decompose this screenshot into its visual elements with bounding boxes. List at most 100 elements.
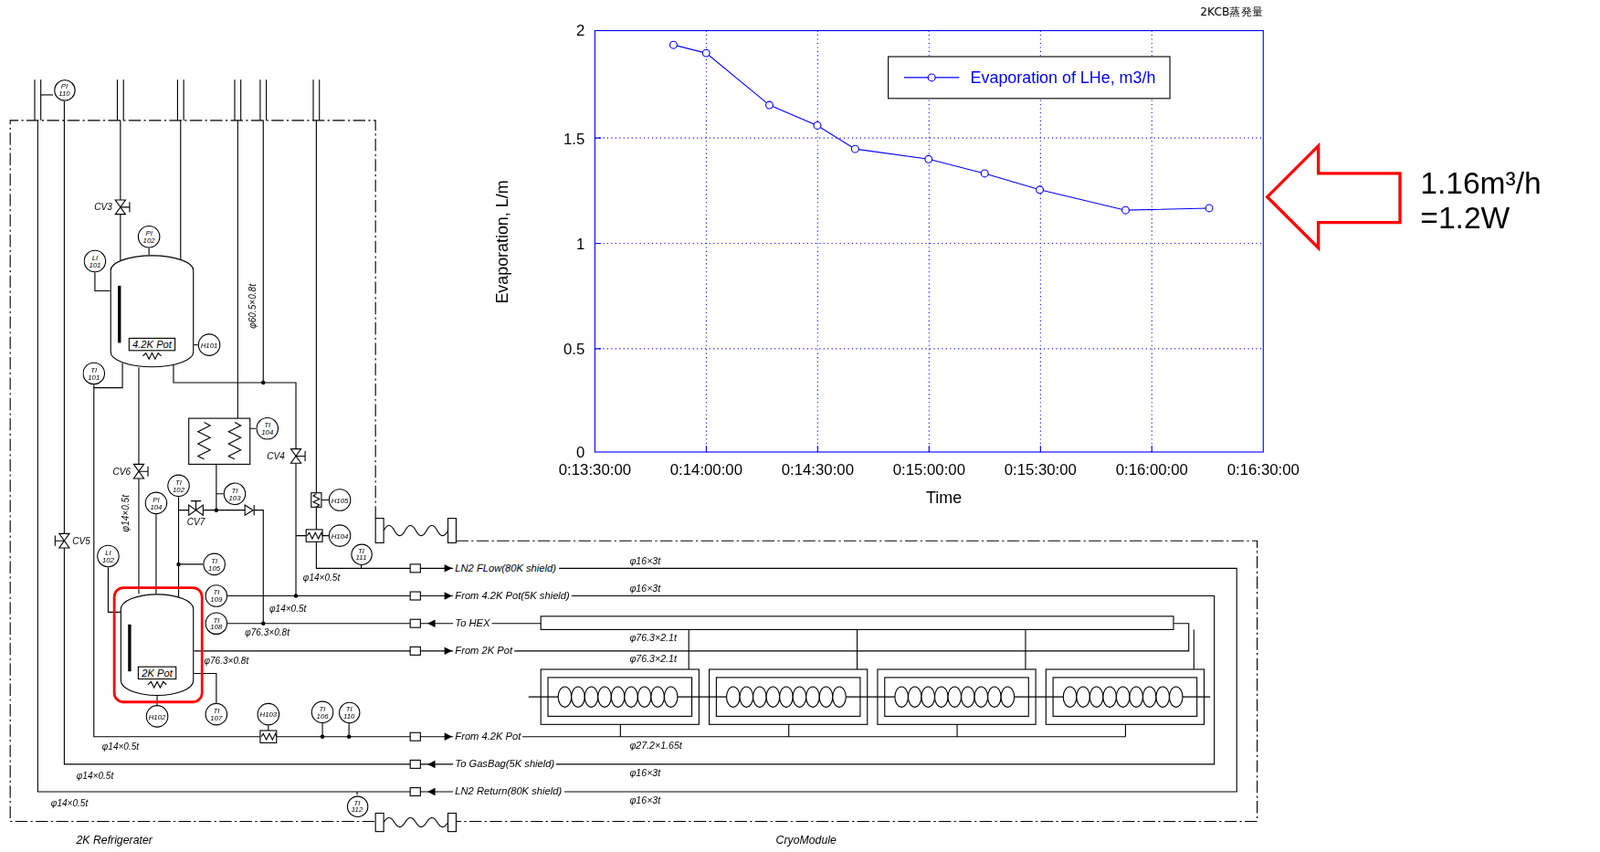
- connector: [193, 673, 217, 703]
- data-marker: [1036, 186, 1044, 194]
- bellows: [448, 813, 457, 832]
- node-text: TI 102: [172, 478, 185, 494]
- axis-tick-label: 0: [576, 442, 585, 461]
- pipe-size: φ76.3×0.8t: [244, 627, 290, 639]
- valve-symbol: [244, 505, 253, 516]
- line-name: From 2K Pot: [452, 644, 515, 657]
- valve-symbol: [120, 201, 130, 212]
- pipe: [215, 463, 217, 510]
- chart-legend: Evaporation of LHe, m3/h: [887, 55, 1171, 99]
- node-text: PI 110: [58, 83, 70, 98]
- node-text: H102: [148, 712, 167, 720]
- node-text: PI 104: [149, 495, 162, 511]
- pipe-size: φ60.5×0.8t: [247, 284, 259, 329]
- legend-sample: [927, 73, 936, 82]
- valve-tag: CV3: [94, 201, 113, 213]
- data-marker: [925, 155, 933, 163]
- instrument-bubble: TI 111: [350, 543, 372, 565]
- flange: [410, 732, 421, 741]
- heat-exchanger: [189, 418, 251, 464]
- axis-tick-label: 0:13:30:00: [558, 460, 632, 478]
- heater-symbol: [261, 733, 277, 740]
- axis-tick-label: 0:15:30:00: [1004, 460, 1077, 478]
- axis-tick-label: 2: [576, 21, 585, 40]
- axis-tick-label: 0:16:30:00: [1227, 460, 1300, 478]
- pipe: [37, 120, 1237, 792]
- flow-arrow: [444, 592, 452, 600]
- callout-arrow: [1267, 146, 1400, 249]
- illustration: [540, 669, 699, 725]
- junction-dot: [261, 380, 265, 385]
- node-text: TI 111: [356, 547, 368, 562]
- valve-symbol: [295, 451, 306, 462]
- heat-exchanger: [198, 422, 211, 460]
- data-marker: [702, 49, 710, 57]
- pipe: [41, 94, 53, 95]
- axis-tick-label: 0:15:00:00: [893, 460, 966, 478]
- line-name: LN2 Return(80K shield): [452, 786, 564, 799]
- flow-arrow: [428, 565, 452, 795]
- illustration: [1045, 669, 1204, 725]
- junction-dot: [176, 562, 180, 567]
- pipe: [227, 622, 541, 624]
- bellows: [448, 518, 457, 544]
- connector: [155, 514, 157, 594]
- flow-arrow: [428, 789, 435, 796]
- connector: [137, 367, 139, 594]
- legend-text: Evaporation of LHe, m3/h: [970, 68, 1157, 87]
- data-marker: [851, 145, 859, 153]
- instrument-bubble: TI 103: [223, 483, 247, 506]
- axis-tick-label: 0:14:30:00: [781, 460, 854, 478]
- flange: [410, 591, 421, 600]
- pipe-size: φ16×3t: [629, 768, 661, 779]
- flange: [410, 564, 421, 797]
- valve-tag: CV7: [187, 516, 206, 528]
- pipe-size: φ14×0.5t: [76, 769, 114, 781]
- bellows: [375, 518, 456, 832]
- instrument-bubble: TI 108: [205, 611, 229, 635]
- pipe-size: φ27.2×1.65t: [629, 740, 682, 752]
- node-text: TI 112: [351, 799, 363, 814]
- pipe: [34, 79, 1237, 795]
- valve-symbol: [138, 466, 148, 477]
- bellows: [375, 813, 384, 832]
- module-boundary: [455, 540, 1257, 822]
- vessel-outline: [120, 593, 194, 696]
- level-gauge: [127, 624, 131, 672]
- node-text: TI 109: [210, 589, 222, 604]
- instrument-bubble: LI 101: [84, 250, 107, 274]
- vessel-outline: [110, 255, 194, 368]
- module-name: CryoModule: [776, 833, 837, 847]
- heater-symbol: [306, 532, 323, 539]
- line-name: To GasBag(5K shield): [452, 757, 557, 770]
- flange: [410, 619, 421, 628]
- bellows: [375, 518, 384, 544]
- node-text: H105: [331, 496, 349, 505]
- node-text: H104: [331, 532, 349, 540]
- data-marker: [766, 101, 774, 109]
- node-text: LI 101: [88, 253, 101, 269]
- flange: [410, 646, 421, 655]
- grid-line: [594, 137, 1264, 349]
- cylinder-pipe: [540, 616, 1174, 631]
- grid-line: [594, 31, 1264, 453]
- cylinder-pipe: [540, 616, 1174, 631]
- pipe: [63, 101, 1214, 765]
- flange: [410, 759, 421, 769]
- instrument-bubble: TI 106: [311, 701, 335, 725]
- pipe: [179, 120, 181, 260]
- connector: [148, 248, 150, 256]
- node-text: PI 102: [143, 229, 156, 244]
- data-marker: [980, 169, 989, 178]
- pipe: [94, 384, 362, 795]
- pipe: [237, 120, 239, 419]
- instrument-bubble: TI 101: [83, 362, 106, 386]
- instrument-bubble: PI 102: [137, 225, 161, 249]
- heater-symbol: [311, 493, 322, 508]
- flow-arrow: [428, 761, 435, 769]
- heater-symbol: [305, 529, 323, 542]
- junction-dot: [294, 593, 298, 598]
- pipe: [688, 629, 1194, 670]
- junction-dot: [261, 621, 265, 625]
